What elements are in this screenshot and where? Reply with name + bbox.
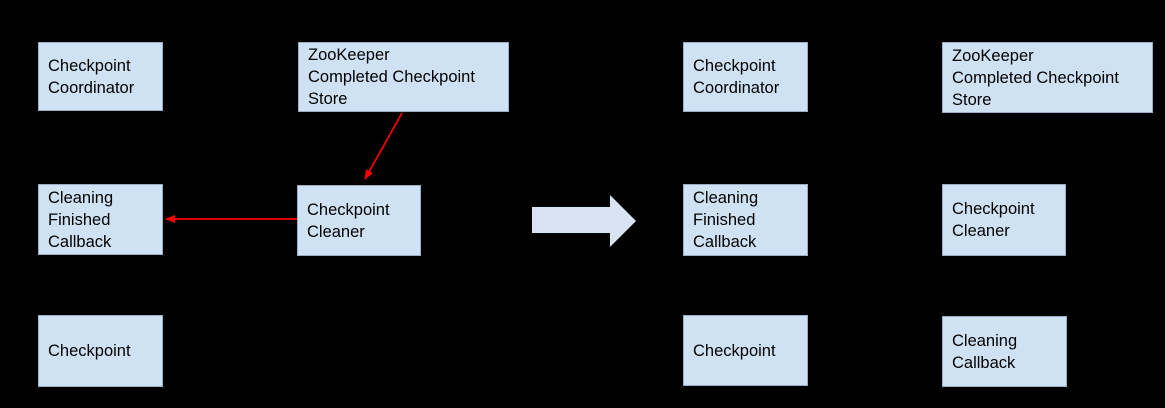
box-label: Cleaning Callback <box>952 331 1018 372</box>
box-label: Checkpoint <box>48 342 131 360</box>
after-box-zookeeper-completed-checkpoint-store: ZooKeeper Completed Checkpoint Store <box>942 42 1153 113</box>
box-label: Cleaning Finished Callback <box>48 188 114 251</box>
box-label: Checkpoint Cleaner <box>307 200 390 241</box>
box-label: Checkpoint Coordinator <box>48 56 135 97</box>
before-box-checkpoint: Checkpoint <box>38 315 163 387</box>
before-box-checkpoint-coordinator: Checkpoint Coordinator <box>38 42 163 111</box>
box-label: Checkpoint Coordinator <box>693 57 780 97</box>
before-box-zookeeper-completed-checkpoint-store: ZooKeeper Completed Checkpoint Store <box>298 42 509 112</box>
after-box-checkpoint: Checkpoint <box>683 315 808 386</box>
after-box-cleaning-callback: Cleaning Callback <box>942 316 1067 387</box>
before-box-cleaning-finished-callback: Cleaning Finished Callback <box>38 184 163 255</box>
box-label: Checkpoint Cleaner <box>952 200 1035 240</box>
after-box-checkpoint-cleaner: Checkpoint Cleaner <box>942 184 1066 256</box>
box-label: Cleaning Finished Callback <box>693 189 759 251</box>
big-right-arrow-icon <box>532 195 636 247</box>
box-label: ZooKeeper Completed Checkpoint Store <box>308 46 475 108</box>
after-box-cleaning-finished-callback: Cleaning Finished Callback <box>683 184 808 256</box>
before-box-checkpoint-cleaner: Checkpoint Cleaner <box>297 185 421 256</box>
red-arrow-store-to-cleaner-icon <box>364 112 403 180</box>
box-label: ZooKeeper Completed Checkpoint Store <box>952 46 1119 109</box>
box-label: Checkpoint <box>693 341 776 360</box>
after-box-checkpoint-coordinator: Checkpoint Coordinator <box>683 42 808 112</box>
